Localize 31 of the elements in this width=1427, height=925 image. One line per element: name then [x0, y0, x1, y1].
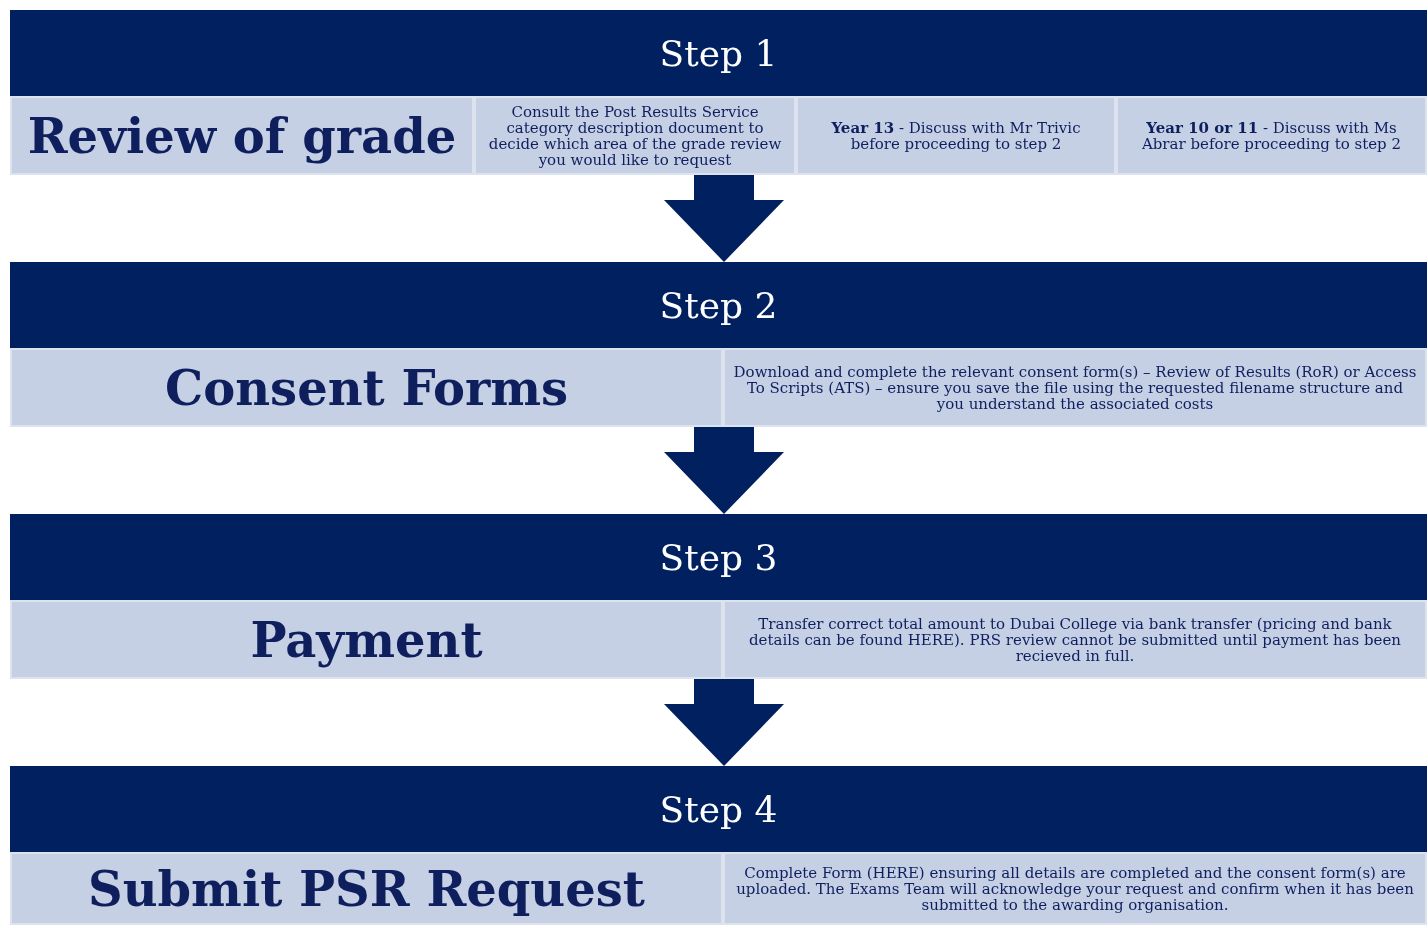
step-title: Payment	[250, 611, 483, 668]
step-description: Transfer correct total amount to Dubai College via bank transfer (pricing and bank details can be found HERE). PRS review cannot be submitted until payment has been recieved in full.	[747, 615, 1403, 664]
step-title-cell	[10, 852, 723, 925]
step-heading: Step 2	[659, 284, 778, 326]
step-title: Consent Forms	[165, 359, 568, 416]
step-heading: Step 3	[659, 536, 778, 578]
step-description: Year 10 or 11 - Discuss with Ms Abrar before proceeding to step 2	[1140, 119, 1403, 152]
step-title-cell	[10, 600, 723, 679]
step-title: Submit PSR Request	[88, 860, 645, 917]
step-description: Year 13 - Discuss with Mr Trivic before proceeding to step 2	[830, 119, 1082, 152]
down-arrow	[664, 175, 784, 262]
step-description: Consult the Post Results Service category description document to decide which area of the grade review you would like to request	[487, 103, 783, 168]
step-heading: Step 1	[659, 32, 778, 74]
step-description-cell	[723, 852, 1427, 925]
step-panel	[10, 262, 1427, 427]
step-description: Complete Form (HERE) ensuring all details are completed and the consent form(s) are uploaded. The Exams Team will acknowledge your request and confirm when it has been submitted to the awarding organisation.	[735, 864, 1415, 913]
step-title-cell	[10, 348, 723, 427]
step-description-cell	[474, 96, 796, 175]
step-title: Review of grade	[27, 107, 457, 164]
step-panel	[10, 10, 1427, 175]
down-arrow	[664, 427, 784, 514]
step-description-cell	[1116, 96, 1427, 175]
step-heading: Step 4	[659, 788, 778, 830]
step-panel	[10, 514, 1427, 679]
step-panel	[10, 766, 1427, 925]
down-arrow	[664, 679, 784, 766]
step-description: Download and complete the relevant consent form(s) – Review of Results (RoR) or Access To Scripts (ATS) – ensure you save the file using the requested filename structure and you understand the associated costs	[732, 363, 1418, 412]
step-description-cell	[723, 600, 1427, 679]
step-description-cell	[796, 96, 1116, 175]
step-description-cell	[723, 348, 1427, 427]
step-title-cell	[10, 96, 474, 175]
